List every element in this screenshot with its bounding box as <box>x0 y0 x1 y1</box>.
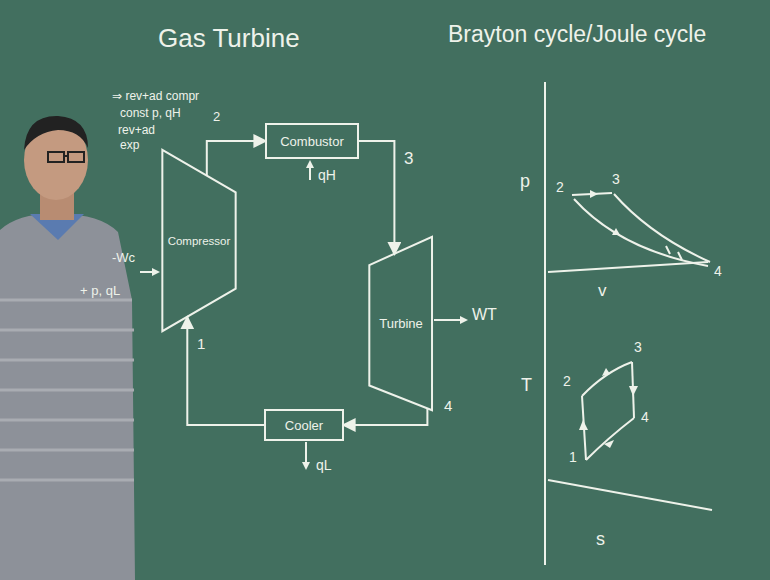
title: Gas Turbine <box>158 24 300 53</box>
person-sweater <box>0 214 135 580</box>
state-number: 4 <box>714 264 722 279</box>
person-hair <box>24 116 88 150</box>
node-label: Combustor <box>280 134 344 149</box>
work-label: WT <box>472 306 497 324</box>
pv-expansion <box>614 194 710 262</box>
v-axis <box>548 262 708 272</box>
note: + p, qL <box>80 284 120 298</box>
work-label: -Wc <box>112 251 135 265</box>
state-number: 4 <box>444 398 452 415</box>
axis-label: s <box>596 530 605 550</box>
pv-compression <box>574 199 708 266</box>
sweater-stripes <box>0 300 134 480</box>
state-number: 1 <box>197 336 205 353</box>
flow-line <box>207 141 266 176</box>
ts-heat-rejection <box>586 418 634 460</box>
axis-label: p <box>520 172 530 192</box>
ts-heat-addition <box>582 362 632 396</box>
node-label: Turbine <box>379 316 423 331</box>
node-border <box>162 150 235 331</box>
arrowhead <box>612 228 620 235</box>
arrowhead <box>306 160 314 168</box>
node-label: Compressor <box>168 235 231 247</box>
node-label: Cooler <box>285 418 323 433</box>
state-number: 3 <box>634 340 642 355</box>
caption-heading: Brayton cycle/Joule cycle <box>448 22 706 47</box>
work-out-arrow <box>434 319 464 321</box>
node-text-box: Turbine <box>368 235 434 412</box>
node-border <box>369 237 432 410</box>
note: const p, qH <box>120 107 181 120</box>
state-number: 2 <box>213 110 220 124</box>
heat-label: qL <box>316 458 332 473</box>
arrowhead <box>579 420 588 430</box>
flow-line <box>187 317 265 425</box>
arrowhead <box>604 440 614 448</box>
axis-label: T <box>521 376 532 396</box>
cooler-box: Cooler <box>265 410 343 440</box>
arrowhead <box>152 268 160 276</box>
note: rev+ad <box>118 124 155 137</box>
state-number: 4 <box>641 410 649 425</box>
state-number: 1 <box>569 450 577 465</box>
arrowhead <box>460 316 468 324</box>
turbine-trapezoid: Turbine <box>368 235 434 412</box>
arrowhead <box>302 462 310 470</box>
heat-label: qH <box>318 168 336 183</box>
compressor-trapezoid: Compressor <box>160 148 238 333</box>
node-border <box>266 124 358 158</box>
vertical-axis <box>544 82 546 565</box>
node-text-box: Cooler <box>265 410 343 440</box>
arrowhead <box>602 368 610 376</box>
node-text-box: Compressor <box>160 148 238 333</box>
flow-line <box>343 409 427 426</box>
state-number: 3 <box>404 150 413 169</box>
state-number: 2 <box>563 374 571 389</box>
axis-label: v <box>598 282 607 301</box>
tick-marks <box>666 246 682 260</box>
node-text-box: Combustor <box>266 124 358 158</box>
combustor-box: Combustor <box>266 124 358 158</box>
s-axis <box>548 480 712 510</box>
arrowhead <box>590 190 598 198</box>
state-number: 3 <box>612 172 620 187</box>
node-border <box>265 410 343 440</box>
state-number: 2 <box>556 180 564 195</box>
note: ⇒ rev+ad compr <box>112 90 199 103</box>
note: exp <box>120 139 139 152</box>
person-glasses <box>48 152 84 162</box>
flow-line <box>358 141 394 255</box>
arrowhead <box>629 386 638 396</box>
